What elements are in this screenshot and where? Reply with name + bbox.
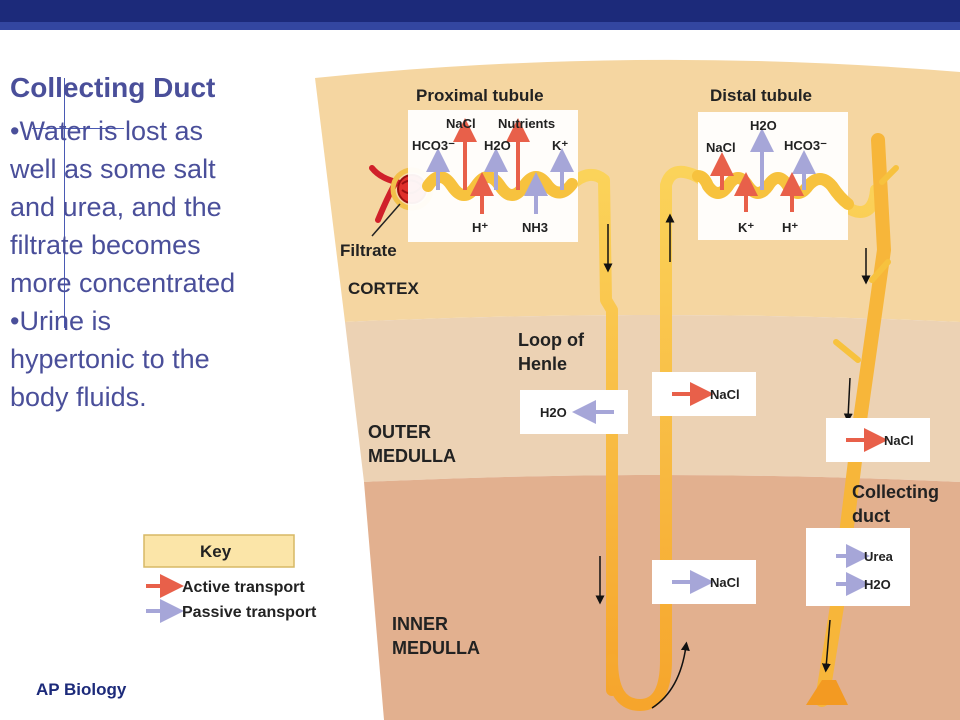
bullet-line: hypertonic to the xyxy=(10,344,210,374)
distal-top-label: HCO3⁻ xyxy=(784,138,827,153)
proximal-top-label: Nutrients xyxy=(498,116,555,131)
bullet-line: filtrate becomes xyxy=(10,230,201,260)
nacl-box-inner xyxy=(652,560,756,604)
loop-of-henle-label: Loop of xyxy=(518,330,585,350)
collecting-duct-label: Collecting xyxy=(852,482,939,502)
bullet-line: •Urine is xyxy=(10,306,111,336)
proximal-bottom-label: H⁺ xyxy=(472,220,488,235)
proximal-tubule-label: Proximal tubule xyxy=(416,86,544,105)
header-bar xyxy=(0,0,960,22)
bullet-line: well as some salt xyxy=(10,154,216,184)
proximal-top-label: H2O xyxy=(484,138,511,153)
footer-label: AP Biology xyxy=(36,680,127,699)
bullet-line: and urea, and the xyxy=(10,192,222,222)
bullet-line: more concentrated xyxy=(10,268,236,298)
proximal-top-label: K⁺ xyxy=(552,138,568,153)
collecting-duct-label: duct xyxy=(852,506,890,526)
nacl-box-outer xyxy=(652,372,756,416)
bullet-list: •Water is lost as well as some salt and … xyxy=(10,112,300,416)
h2o-box-label: H2O xyxy=(540,405,567,420)
slide-title: Collecting Duct xyxy=(10,72,216,103)
inner-medulla-label: INNER xyxy=(392,614,448,634)
distal-top-label: H2O xyxy=(750,118,777,133)
bullet-line: •Water is lost as xyxy=(10,116,203,146)
flow-arrow-collect-3 xyxy=(821,619,831,673)
proximal-top-label: HCO3⁻ xyxy=(412,138,455,153)
inner-medulla-label: MEDULLA xyxy=(392,638,480,658)
collect-urea-label: Urea xyxy=(864,549,894,564)
active-transport-label: Active transport xyxy=(182,579,305,596)
passive-transport-label: Passive transport xyxy=(182,604,317,621)
nacl-box-outer-label: NaCl xyxy=(710,387,740,402)
proximal-bottom-label: NH3 xyxy=(522,220,548,235)
proximal-top-label: NaCl xyxy=(446,116,476,131)
key-title: Key xyxy=(200,542,232,561)
collect-urea-h2o-box xyxy=(806,528,910,606)
nacl-box-inner-label: NaCl xyxy=(710,575,740,590)
flow-arrow-collect-2 xyxy=(843,377,853,423)
outer-medulla-label: OUTER xyxy=(368,422,431,442)
collect-nacl-label: NaCl xyxy=(884,433,914,448)
cortex-label: CORTEX xyxy=(348,279,420,298)
collect-h2o-label: H2O xyxy=(864,577,891,592)
bullet-line: body fluids. xyxy=(10,382,147,412)
collect-nacl-box xyxy=(826,418,930,462)
distal-tubule-label: Distal tubule xyxy=(710,86,812,105)
flow-arrow-bend xyxy=(651,641,690,709)
distal-bottom-label: K⁺ xyxy=(738,220,754,235)
distal-bottom-label: H⁺ xyxy=(782,220,798,235)
decorative-horizontal-line xyxy=(32,128,124,129)
outer-medulla-label: MEDULLA xyxy=(368,446,456,466)
filtrate-label: Filtrate xyxy=(340,241,397,260)
loop-of-henle-label: Henle xyxy=(518,354,567,374)
decorative-vertical-line xyxy=(64,78,65,328)
distal-top-label: NaCl xyxy=(706,140,736,155)
header-bar-accent xyxy=(0,22,960,30)
key-box xyxy=(143,534,295,568)
